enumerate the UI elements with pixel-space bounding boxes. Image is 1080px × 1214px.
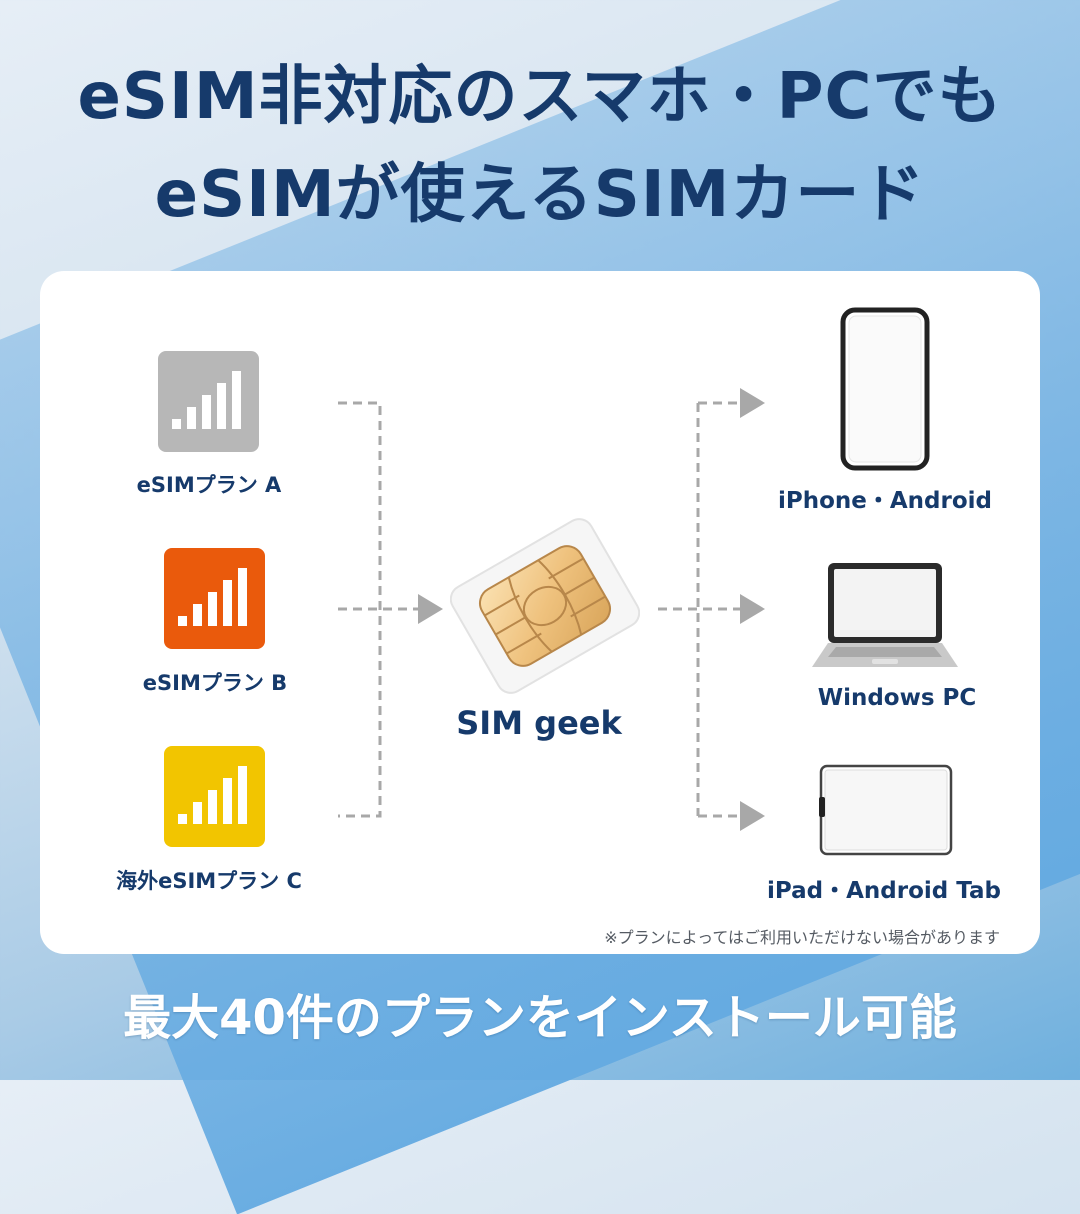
device-label-tablet: iPad・Android Tab — [767, 878, 1001, 904]
connector-devices — [658, 401, 740, 818]
plan-c-label: 海外eSIMプラン C — [116, 869, 302, 893]
diagram-card: eSIMプラン A eSIMプラン B 海外eSIMプラン C SIM geek — [40, 271, 1040, 954]
arrow-to-sim — [418, 594, 443, 624]
smartphone-icon — [840, 307, 930, 471]
tablet-icon — [819, 764, 953, 856]
footer-tagline: 最大40件のプランをインストール可能 — [123, 990, 957, 1046]
tablet-screen — [824, 769, 948, 851]
signal-bars-icon — [164, 548, 265, 649]
laptop-icon — [812, 563, 958, 667]
sim-card-icon — [450, 518, 640, 694]
plan-a-label: eSIMプラン A — [136, 473, 282, 497]
signal-bars-icon — [164, 746, 265, 847]
plan-c-signal-icon — [164, 746, 265, 847]
plan-b-signal-icon — [164, 548, 265, 649]
headline: eSIM非対応のスマホ・PCでも eSIMが使えるSIMカード — [0, 48, 1080, 244]
plan-b-label: eSIMプラン B — [142, 671, 288, 695]
device-label-laptop: Windows PC — [817, 685, 977, 711]
arrow-to-phone — [740, 388, 765, 418]
headline-line-1: eSIM非対応のスマホ・PCでも — [77, 60, 1003, 134]
signal-bars-icon — [158, 351, 259, 452]
footnote: ※プランによってはご利用いただけない場合があります — [604, 928, 1000, 947]
tablet-camera — [819, 797, 825, 817]
connector-diagram — [338, 388, 765, 831]
laptop-screen — [834, 569, 936, 637]
device-label-phone: iPhone・Android — [777, 488, 993, 514]
arrow-to-laptop — [740, 594, 765, 624]
sim-geek-label: SIM geek — [456, 704, 622, 742]
connector-plan-a — [338, 401, 382, 818]
plan-a-signal-icon — [158, 351, 259, 452]
arrow-to-tablet — [740, 801, 765, 831]
headline-line-2: eSIMが使えるSIMカード — [154, 158, 926, 232]
phone-screen — [848, 315, 922, 463]
